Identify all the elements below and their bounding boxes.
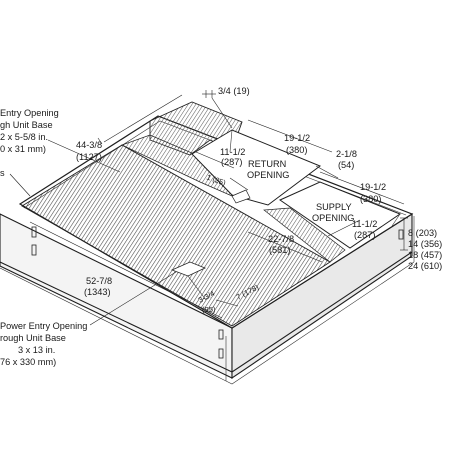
wall-slot — [31, 226, 37, 238]
return-opening — [191, 129, 322, 206]
power-entry-label-2: rough Unit Base — [0, 333, 66, 343]
dim-3-3-4-metric: (95) — [202, 305, 216, 314]
height-8: 8 (203) — [408, 228, 437, 238]
dim-22-7-8-metric: (581) — [269, 245, 290, 255]
dim-11-1-2-return-metric: (287) — [221, 157, 242, 167]
supply-opening-label-1: SUPPLY — [316, 202, 352, 212]
dim-19-1-2-top-value: 19-1/2 — [284, 133, 310, 143]
return-opening-label-2: OPENING — [247, 170, 289, 180]
dim-19-1-2-top-metric: (380) — [286, 145, 307, 155]
control-entry-opening — [231, 189, 251, 204]
control-entry-label-3: 2 x 5-5/8 in. — [0, 132, 48, 142]
dim-44-3-8-metric: (1127) — [76, 152, 102, 162]
dim-2-1-8-metric: (54) — [338, 160, 354, 170]
dim-19-1-2-supply-value: 19-1/2 — [360, 182, 386, 192]
power-entry-label-4: 76 x 330 mm) — [0, 357, 56, 367]
return-opening-label-1: RETURN — [248, 159, 286, 169]
dim-11-1-2-supply-metric: (287) — [354, 230, 375, 240]
dim-52-7-8-metric: (1343) — [84, 287, 111, 297]
control-entry-label-1: Entry Opening — [0, 108, 59, 118]
dim-3-4: 3/4 (19) — [218, 86, 250, 96]
dim-11-1-2-supply-value: 11-1/2 — [352, 219, 377, 229]
height-24: 24 (610) — [408, 261, 442, 271]
height-14: 14 (356) — [408, 239, 442, 249]
dim-11-1-2-return-value: 11-1/2 — [220, 147, 245, 157]
height-18: 18 (457) — [408, 250, 442, 260]
curb-base-flange — [0, 251, 413, 373]
left-partial-label: s — [0, 168, 5, 178]
supply-opening-label-2: OPENING — [312, 213, 354, 223]
control-entry-label-2: gh Unit Base — [0, 120, 53, 130]
dim-52-7-8-value: 52-7/8 — [86, 276, 112, 286]
control-entry-label-4: 0 x 31 mm) — [0, 144, 46, 154]
dim-44-3-8-value: 44-3/8 — [76, 140, 102, 150]
dim-2-1-8-value: 2-1/8 — [336, 149, 357, 159]
dim-19-1-2-supply-metric: (380) — [360, 194, 381, 204]
power-entry-opening — [170, 261, 207, 277]
dim-22-7-8-value: 22-7/8 — [268, 234, 294, 244]
power-entry-label-3: 3 x 13 in. — [18, 345, 55, 355]
power-entry-label-1: Power Entry Opening — [0, 321, 87, 331]
